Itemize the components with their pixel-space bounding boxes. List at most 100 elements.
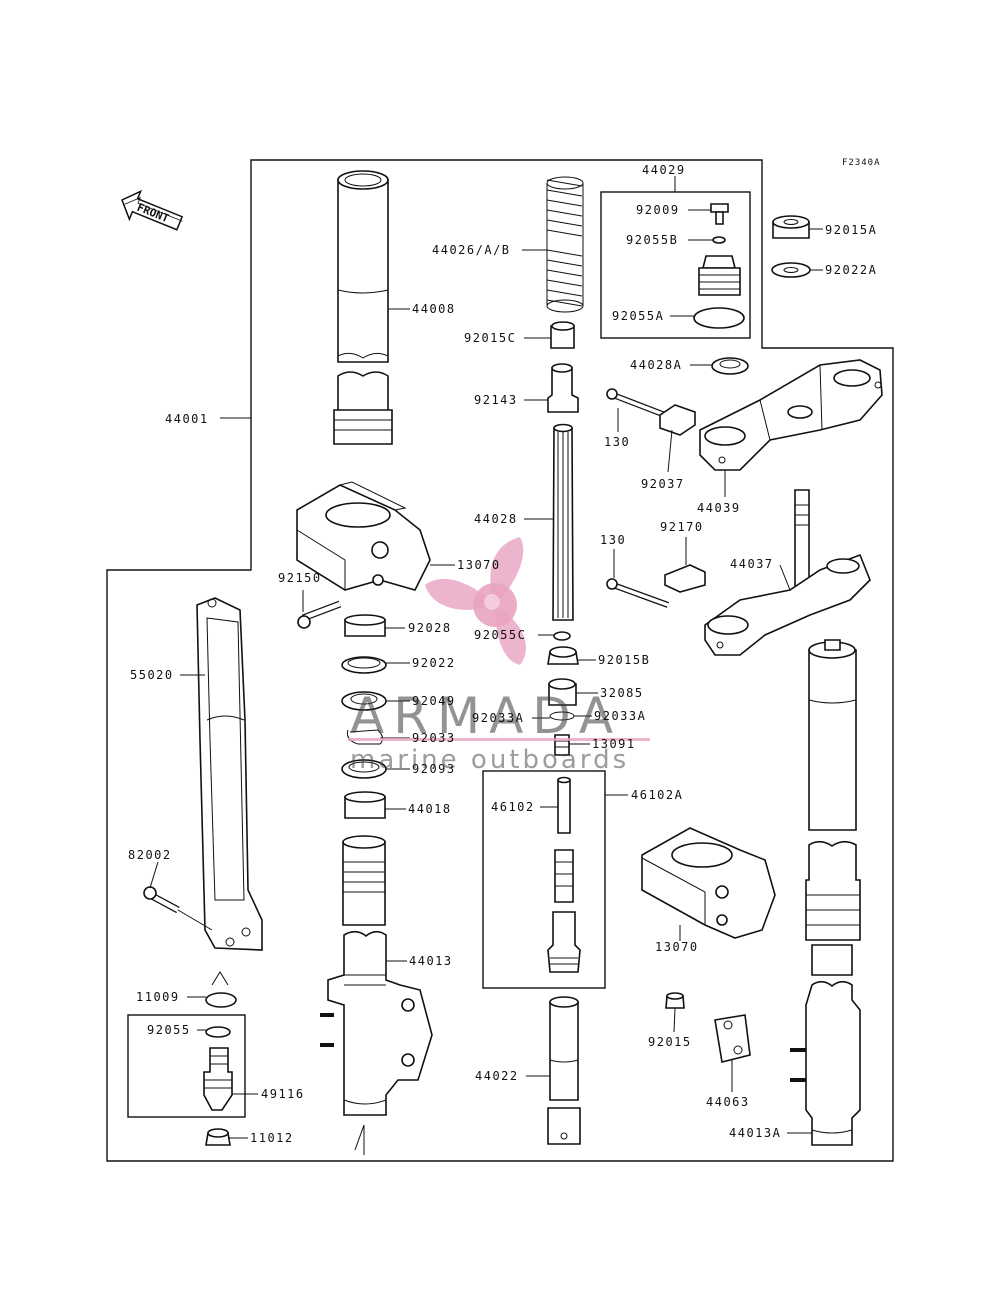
bolt-130-lower — [606, 578, 670, 608]
label-55020: 55020 — [130, 668, 174, 682]
label-44029: 44029 — [642, 163, 686, 177]
label-130-lower: 130 — [600, 533, 626, 547]
outer-tube-44013 — [320, 930, 433, 1116]
label-92143: 92143 — [474, 393, 518, 407]
label-44028a: 44028A — [630, 358, 682, 372]
propeller-logo-icon — [425, 537, 526, 665]
label-44013a: 44013A — [729, 1126, 781, 1140]
label-92022: 92022 — [412, 656, 456, 670]
subassembly-box-46102a — [482, 770, 606, 989]
label-44018: 44018 — [408, 802, 452, 816]
label-92055: 92055 — [147, 1023, 191, 1037]
label-44039: 44039 — [697, 501, 741, 515]
label-44022: 44022 — [475, 1069, 519, 1083]
o-ring-92055c — [553, 631, 571, 641]
bolt-82002 — [143, 886, 180, 914]
inner-tube-44008-lower — [333, 371, 393, 445]
assembly-outline-44001 — [106, 159, 894, 1162]
fork-guard-55020 — [196, 597, 263, 951]
screw-92009 — [710, 203, 729, 225]
label-13070-right: 13070 — [655, 940, 699, 954]
collar-92028 — [344, 614, 386, 637]
drain-valve-49116 — [203, 1047, 233, 1111]
collar-92143 — [547, 363, 579, 413]
guide-bushing-44018 — [344, 791, 386, 819]
washer-92022 — [341, 656, 387, 674]
label-92015c: 92015C — [464, 331, 516, 345]
label-49116: 49116 — [261, 1087, 305, 1101]
label-44028: 44028 — [474, 512, 518, 526]
part-labels: 44001 44008 44026/A/B 92015C 92143 44028… — [128, 163, 877, 1145]
bushing-92093 — [341, 759, 387, 779]
o-ring-92055a — [693, 307, 745, 329]
label-44001: 44001 — [165, 412, 209, 426]
tube-44022 — [547, 996, 581, 1145]
label-44008: 44008 — [412, 302, 456, 316]
figure-code: F2340A — [842, 158, 881, 168]
label-92033a-left: 92033A — [472, 711, 524, 725]
label-92170: 92170 — [660, 520, 704, 534]
holder-92037 — [659, 404, 696, 436]
o-ring-92055 — [205, 1026, 231, 1038]
label-11012: 11012 — [250, 1131, 294, 1145]
damper-rod-44028 — [552, 423, 574, 621]
nut-44028a — [711, 357, 749, 375]
label-92009: 92009 — [636, 203, 680, 217]
nut-92015 — [665, 992, 685, 1009]
label-44037: 44037 — [730, 557, 774, 571]
label-92033a-right: 92033A — [594, 709, 646, 723]
o-ring-92055b — [712, 236, 726, 244]
subassembly-box-49116 — [127, 1014, 246, 1118]
label-11009: 11009 — [136, 990, 180, 1004]
watermark-brand: ARMADA — [350, 687, 622, 745]
label-44013: 44013 — [409, 954, 453, 968]
outer-tube-44013a — [790, 840, 861, 1146]
label-92055c: 92055C — [474, 628, 526, 642]
fork-clamp-13070-right — [641, 827, 776, 939]
label-92055b: 92055B — [626, 233, 678, 247]
upper-bracket-44039 — [699, 359, 883, 471]
label-92037: 92037 — [641, 477, 685, 491]
cylinder-piston — [342, 835, 386, 926]
label-130-upper: 130 — [604, 435, 630, 449]
cylinder-46102 — [547, 776, 581, 973]
label-44026: 44026/A/B — [432, 243, 511, 257]
label-92015: 92015 — [648, 1035, 692, 1049]
nut-11012 — [205, 1128, 231, 1146]
label-13091: 13091 — [592, 737, 636, 751]
piston-32085 — [548, 678, 577, 706]
label-92055a: 92055A — [612, 309, 664, 323]
armada-watermark: ARMADA marine outboards — [348, 537, 650, 775]
steering-stem-44037 — [704, 489, 871, 656]
label-92150: 92150 — [278, 571, 322, 585]
fork-spring-44026 — [546, 176, 584, 313]
front-direction-arrow: FRONT — [121, 189, 184, 231]
nut-92015b — [547, 646, 579, 665]
label-46102a: 46102A — [631, 788, 683, 802]
label-32085: 32085 — [600, 686, 644, 700]
bolt-92150 — [297, 600, 342, 629]
label-92022a: 92022A — [825, 263, 877, 277]
bolt-130-upper — [606, 388, 667, 418]
label-13070-left: 13070 — [457, 558, 501, 572]
nut-92015a — [772, 215, 810, 239]
holder-92170 — [664, 564, 706, 593]
inner-tube-right — [808, 639, 857, 831]
watermark-tagline: marine outboards — [350, 745, 629, 775]
fork-clamp-13070-left — [296, 481, 431, 591]
label-46102: 46102 — [491, 800, 535, 814]
circlip-92033 — [347, 729, 384, 745]
fork-cap-bolt — [698, 255, 741, 296]
label-92033: 92033 — [412, 731, 456, 745]
axle-clamp-44063 — [714, 1014, 751, 1063]
label-92015a: 92015A — [825, 223, 877, 237]
washer-11009 — [205, 992, 237, 1008]
label-92093: 92093 — [412, 762, 456, 776]
spacer-92015c — [550, 321, 575, 349]
label-92049: 92049 — [412, 694, 456, 708]
washer-92022a — [771, 262, 811, 278]
label-44063: 44063 — [706, 1095, 750, 1109]
label-92015b: 92015B — [598, 653, 650, 667]
